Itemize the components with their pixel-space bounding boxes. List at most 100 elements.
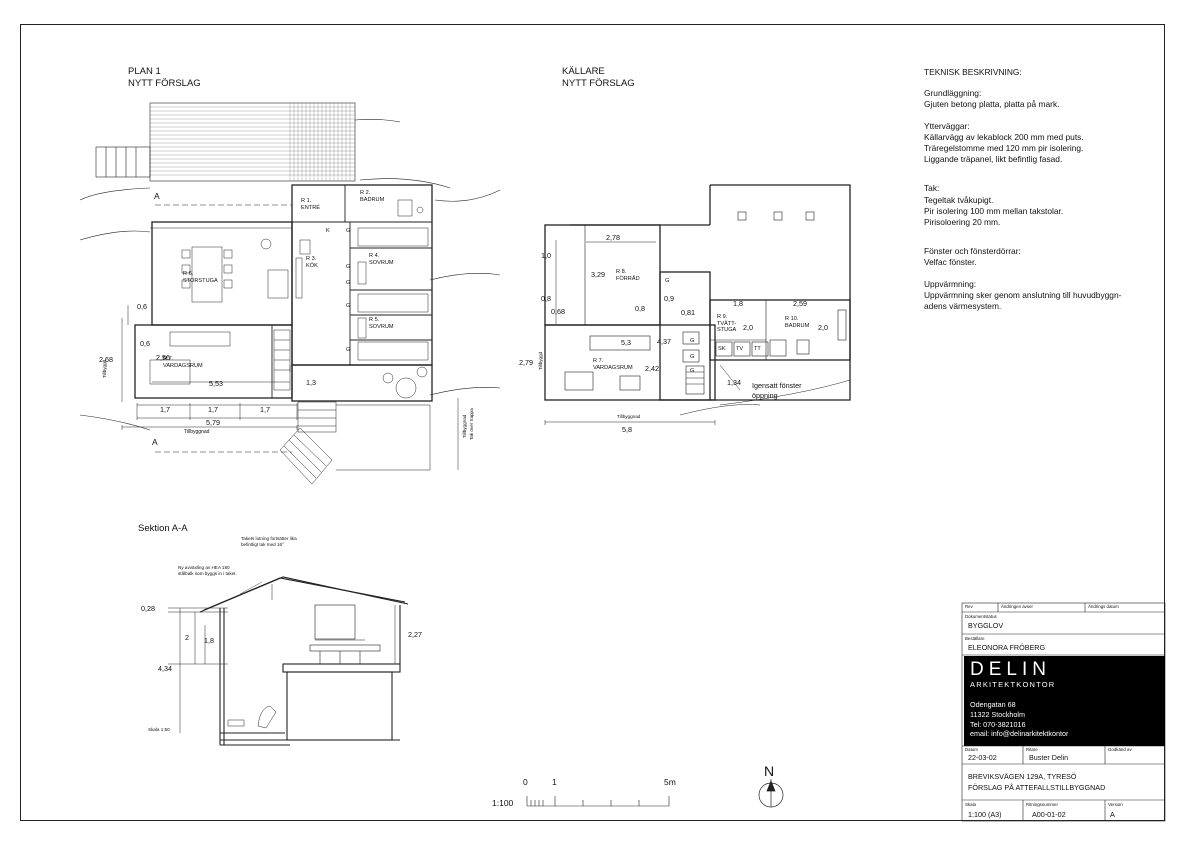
tech-ytter-line: Träregelstomme med 120 mm pir isolering. xyxy=(924,143,1084,154)
kallare-note-igensatt: Igensatt fönster öppning xyxy=(752,381,802,401)
tech-tak-line: Pir isolering 100 mm mellan takstolar. xyxy=(924,205,1064,216)
kallare-dim-259: 2,59 xyxy=(793,299,807,308)
tech-tak-line: Tegeltak tvåkupigt. xyxy=(924,194,994,205)
kallare-dim-58: 5,8 xyxy=(622,425,632,434)
section-title: Sektion A-A xyxy=(138,523,188,534)
drawing-sheet xyxy=(20,24,1165,821)
kallare-room-tvattstuga: R 9. TVÄTT- STUGA xyxy=(717,314,736,334)
tb-bestallare-label: Beställare xyxy=(965,636,985,641)
kallare-dim-134: 1,34 xyxy=(727,378,741,387)
plan1-mark-g: G xyxy=(346,264,351,270)
tb-ritare: Buster Delin xyxy=(1029,753,1069,762)
kallare-dim-09: 0,9 xyxy=(664,294,674,303)
section-dim-227: 2,27 xyxy=(408,630,422,639)
tb-version: A xyxy=(1110,810,1115,819)
kallare-dim-10: 1,0 xyxy=(541,251,551,260)
tb-bestallare: ELEONORA FRÖBERG xyxy=(968,643,1046,652)
tb-skala-label: Skala xyxy=(965,802,976,807)
scale-label-1: 1 xyxy=(552,777,557,787)
plan1-room-badrum: R 2. BADRUM xyxy=(360,190,384,203)
plan1-dim-579: 5,79 xyxy=(206,418,220,427)
tech-ytter-title: Ytterväggar: xyxy=(924,120,970,131)
note-line: befintligt tak med 16° xyxy=(241,541,284,547)
kallare-title-line2: NYTT FÖRSLAG xyxy=(562,78,635,89)
company-address: Odengatan 68 11322 Stockholm Tel: 070-38… xyxy=(970,700,1068,739)
plan1-mark-g: G xyxy=(346,347,351,353)
kallare-dim-081: 0,81 xyxy=(681,308,695,317)
kallare-dim-242: 2,42 xyxy=(645,364,659,373)
company-name: DELIN xyxy=(970,659,1051,680)
section-dim-434: 4,34 xyxy=(158,664,172,673)
plan1-note-tak-over-trappa: Tak över trappa xyxy=(469,408,474,440)
room-name: VARDAGSRUM xyxy=(163,362,203,369)
plan1-mark-k: K xyxy=(326,228,330,234)
note-line: öppning xyxy=(752,391,778,400)
kallare-note-tillbyggd: Tillbyggd xyxy=(538,351,543,370)
plan1-mark-g: G xyxy=(346,228,351,234)
plan1-mark-g: G xyxy=(346,303,351,309)
plan1-dim-13: 1,3 xyxy=(306,378,316,387)
section-dim-2: 2 xyxy=(185,633,189,642)
room-number: R 1. xyxy=(301,198,312,204)
kallare-dimension-lines xyxy=(544,240,851,425)
note-line: Takets lutning fortsätter lika xyxy=(241,536,297,541)
title-block-grid xyxy=(961,602,1166,822)
note-line: Igensatt fönster xyxy=(752,381,802,390)
room-number: R 3. xyxy=(306,256,317,262)
address-line: 11322 Stockholm xyxy=(970,709,1026,719)
room-number: R 4. xyxy=(369,253,380,259)
plan1-room-storstuga: R 6. STORSTUGA xyxy=(183,271,218,284)
plan1-dimension-lines xyxy=(121,204,459,470)
tb-andrings-datum-label: Ändrings datum xyxy=(1088,604,1119,609)
plan1-note-tillbyggd: Tillbyggd xyxy=(102,359,107,378)
plan1-title-line1: PLAN 1 xyxy=(128,66,161,77)
kallare-title: KÄLLARE NYTT FÖRSLAG xyxy=(562,66,635,90)
room-name: TVÄTT- xyxy=(717,320,737,327)
plan1-dim-553: 5,53 xyxy=(209,379,223,388)
kallare-dim-18: 1,8 xyxy=(733,299,743,308)
room-name: BADRUM xyxy=(360,196,385,203)
tb-ritningsnummer-label: Ritningsnummer xyxy=(1026,802,1058,807)
plan1-room-sovrum-5: R 5. SOVRUM xyxy=(369,317,394,330)
room-name: STORSTUGA xyxy=(183,277,218,284)
section-dimension-lines xyxy=(168,605,396,733)
kallare-dim-53: 5,3 xyxy=(621,338,631,347)
kallare-dim-20b: 2,0 xyxy=(818,323,828,332)
room-name: SOVRUM xyxy=(369,259,394,266)
kallare-mark-g: G xyxy=(690,338,695,344)
kallare-dim-068: 0,68 xyxy=(551,307,565,316)
tb-rev-label: Rev xyxy=(965,604,973,609)
kallare-room-vardagsrum: R 7. VARDAGSRUM xyxy=(593,358,633,371)
room-name: STUGA xyxy=(717,327,737,333)
section-mark-a-bottom: A xyxy=(152,437,158,447)
tb-project-1: BREVIKSVÄGEN 129A, TYRESÖ xyxy=(968,772,1077,781)
section-note-beam: Ny avväxling av HEA 180 stålbalk som byg… xyxy=(178,565,237,576)
email-line: email: info@delinarkitektkontor xyxy=(970,729,1069,739)
section-mark-a-top: A xyxy=(154,191,160,201)
plan1-dim-17a: 1,7 xyxy=(160,405,170,414)
plan1-mark-g: G xyxy=(346,280,351,286)
tech-tak-line: Pirisoloering 20 mm. xyxy=(924,217,1001,228)
tb-datum-label: Datum xyxy=(965,747,978,752)
tech-ytter-line: Liggande träpanel, likt befintlig fasad. xyxy=(924,154,1063,165)
company-logo-block: DELIN ARKITEKTKONTOR Odengatan 68 11322 … xyxy=(964,656,1165,746)
kallare-fixture-sk: SK xyxy=(718,346,726,352)
tech-grund-line: Gjuten betong platta, platta på mark. xyxy=(924,99,1060,110)
kallare-mark-g: G xyxy=(690,354,695,360)
kallare-dim-279: 2,79 xyxy=(519,358,533,367)
kallare-mark-g: G xyxy=(665,278,670,284)
kallare-dim-08a: 0,8 xyxy=(541,294,551,303)
tech-tak-title: Tak: xyxy=(924,183,940,194)
plan1-dim-17c: 1,7 xyxy=(260,405,270,414)
room-number: R 5. xyxy=(369,317,380,323)
technical-description: TEKNISK BESKRIVNING: Grundläggning: Gjut… xyxy=(924,67,1164,322)
phone-line: Tel: 070-3821016 xyxy=(970,719,1026,729)
scale-label-0: 0 xyxy=(523,777,528,787)
section-scale-note: Skala 1:50 xyxy=(148,727,170,732)
room-number: R 7. xyxy=(593,358,604,364)
plan1-note-tillbyggnad: Tillbyggnad xyxy=(184,429,210,435)
tech-fonster-line: Velfac fönster. xyxy=(924,257,977,268)
note-line: Ny avväxling av HEA 180 xyxy=(178,565,230,570)
tb-project-2: FÖRSLAG PÅ ATTEFALLSTILLBYGGNAD xyxy=(968,783,1106,792)
kallare-title-line1: KÄLLARE xyxy=(562,66,605,77)
